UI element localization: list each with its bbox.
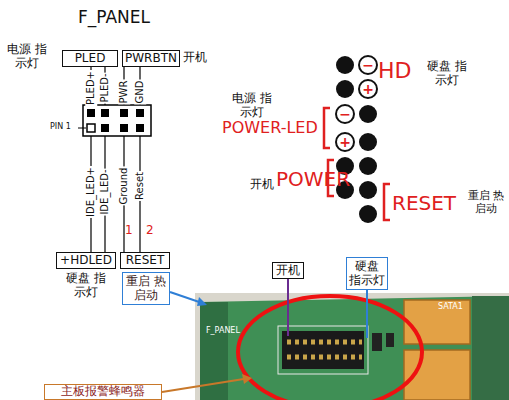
label-box: 开机 (272, 262, 304, 279)
box-text: 主板报警蜂鸣器 (61, 385, 145, 399)
note-label: 开机 (183, 51, 207, 65)
pin-name: IDE_LED- (99, 168, 111, 215)
pin-dot (336, 56, 354, 74)
label-box: 硬盘 指示灯 (346, 257, 388, 290)
label-box: PWRBTN (122, 50, 180, 67)
label-box: PLED (62, 50, 118, 67)
pin-group-name: RESET (392, 192, 456, 215)
pin-group-name: HD (378, 58, 411, 83)
header-pins (287, 340, 362, 345)
pin-name: GND (134, 80, 146, 105)
header-pin (87, 109, 95, 117)
box-text: 硬盘 指示灯 (349, 260, 385, 288)
label-box: 重启 热启动 (122, 272, 170, 305)
polarity-sign: + (339, 134, 351, 150)
pin-dot (359, 133, 377, 151)
pin-dot (336, 133, 354, 151)
box-text: 开机 (276, 264, 300, 278)
note-label: 电源 指示灯 (6, 43, 48, 71)
box-text: PLED (75, 52, 106, 66)
leader-line (287, 279, 289, 336)
header-pin (136, 109, 144, 117)
box-text: 重启 热启动 (125, 275, 167, 303)
pin-marker: PIN 1 (50, 122, 71, 131)
box-text: PWRBTN (125, 52, 177, 66)
pin-name: PWR (118, 80, 130, 105)
board-chip (386, 333, 394, 347)
pin-dot (359, 105, 377, 123)
pin-name: PLED+ (85, 70, 97, 106)
circuit-board (200, 296, 509, 400)
header-pin (101, 124, 109, 132)
note-label: 开机 (250, 178, 274, 192)
polarity-sign: − (362, 57, 374, 73)
note-label: 重启 热启动 (464, 190, 508, 215)
silkscreen-outline (278, 326, 368, 374)
pin-name: PLED- (99, 72, 111, 103)
pin-name: Reset (134, 171, 146, 201)
label-box: 主板报警蜂鸣器 (44, 384, 162, 400)
pin-group-name: POWER (276, 168, 350, 191)
diagram-title: F_PANEL (78, 8, 150, 28)
header-pin (120, 109, 128, 117)
silkscreen-text: SATA1 (438, 302, 463, 311)
pin-dot (336, 105, 354, 123)
bracket (384, 184, 390, 220)
pin-header (83, 105, 151, 136)
pin-dot (359, 157, 377, 175)
pin-name: IDE_LED+ (85, 166, 97, 218)
box-text: RESET (126, 254, 164, 268)
header-pins (287, 355, 362, 360)
pin-dot (359, 80, 377, 98)
pin-dot (359, 56, 377, 74)
leader-line (78, 128, 86, 129)
pin-group-name: POWER-LED (222, 119, 318, 137)
pin-header-photo (282, 331, 364, 369)
header-pin (136, 124, 144, 132)
polarity-sign: + (362, 81, 374, 97)
note-label: 硬盘 指示灯 (426, 60, 468, 88)
board-chip (372, 333, 382, 351)
pin-name: Ground (118, 167, 130, 206)
note-label: 电源 指示灯 (230, 92, 274, 120)
note-label: 硬盘 指示灯 (64, 272, 108, 300)
callout-number: 2 (146, 224, 154, 238)
pin-dot (336, 80, 354, 98)
sata-connector (404, 300, 470, 344)
pin-dot (359, 205, 377, 223)
arrow-head (242, 374, 252, 384)
header-pin (101, 109, 109, 117)
label-box: +HDLED (56, 252, 116, 269)
header-pin (87, 124, 95, 132)
photo-background (195, 293, 509, 400)
label-box: RESET (120, 252, 170, 269)
leader-arrow (162, 378, 250, 392)
board-shade (472, 296, 509, 400)
callout-number: 1 (125, 224, 133, 238)
highlight-ellipse (238, 296, 422, 400)
pin-dot (359, 181, 377, 199)
silkscreen-text: F_PANEL (206, 326, 240, 335)
header-pin (120, 124, 128, 132)
leader-line (366, 289, 368, 338)
box-text: +HDLED (60, 254, 112, 268)
arrow-head (197, 297, 207, 306)
bracket (324, 108, 330, 148)
polarity-sign: − (339, 106, 351, 122)
